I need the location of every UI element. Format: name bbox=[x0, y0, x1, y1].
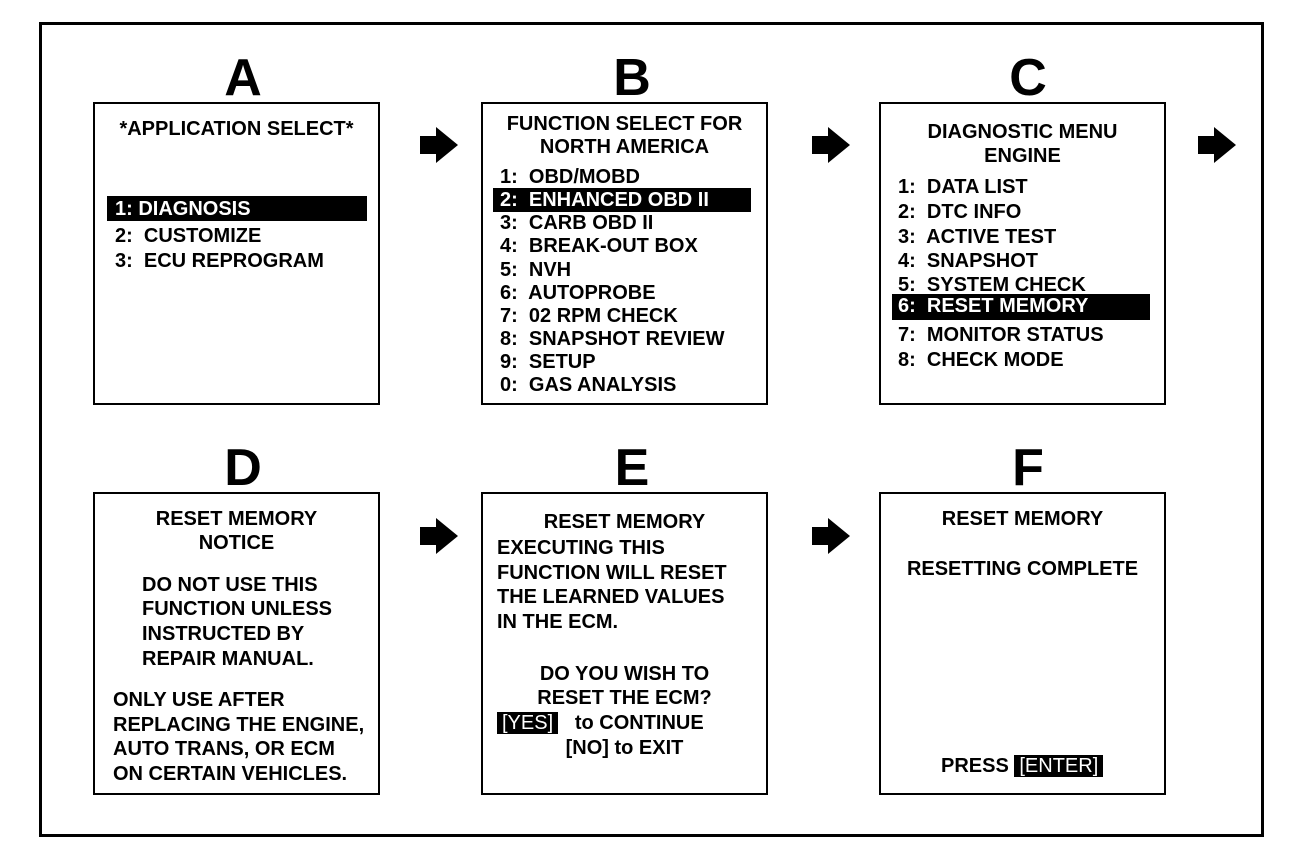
screen-f-status: RESETTING COMPLETE bbox=[906, 558, 1139, 580]
right-arrow-icon bbox=[1198, 127, 1236, 163]
screen-c-item-7[interactable]: 7: MONITOR STATUS bbox=[898, 324, 1104, 346]
screen-a-application-select bbox=[93, 102, 380, 405]
screen-e-body-line3: THE LEARNED VALUES bbox=[497, 586, 725, 608]
right-arrow-icon bbox=[420, 127, 458, 163]
screen-b-item-0[interactable]: 0: GAS ANALYSIS bbox=[500, 374, 677, 396]
screen-c-item-6[interactable]: 6: RESET MEMORY bbox=[898, 294, 1089, 318]
screen-c-item-1[interactable]: 1: DATA LIST bbox=[898, 176, 1028, 198]
screen-d-title-line2: NOTICE bbox=[198, 532, 275, 554]
panel-letter-e: E bbox=[614, 439, 650, 497]
screen-e-body-line1: EXECUTING THIS bbox=[497, 537, 665, 559]
screen-d-notice-line1: DO NOT USE THIS bbox=[142, 574, 318, 596]
enter-key-button[interactable]: [ENTER] bbox=[1014, 755, 1104, 777]
screen-b-item-8[interactable]: 8: SNAPSHOT REVIEW bbox=[500, 328, 725, 350]
diagram-frame bbox=[39, 22, 1264, 837]
panel-letter-f: F bbox=[1012, 439, 1044, 497]
screen-e-title: RESET MEMORY bbox=[543, 511, 706, 533]
yes-key-button[interactable]: [YES] bbox=[497, 712, 559, 734]
screen-c-item-4[interactable]: 4: SNAPSHOT bbox=[898, 250, 1039, 272]
screen-b-item-5[interactable]: 5: NVH bbox=[500, 259, 572, 281]
screen-d-body-line3: AUTO TRANS, OR ECM bbox=[113, 738, 335, 760]
screen-a-item-ecu-reprogram[interactable]: 3: ECU REPROGRAM bbox=[115, 250, 324, 272]
right-arrow-icon bbox=[812, 518, 850, 554]
screen-b-item-6[interactable]: 6: AUTOPROBE bbox=[500, 282, 656, 304]
screen-b-item-1[interactable]: 1: OBD/MOBD bbox=[500, 166, 640, 188]
yes-action-text: to CONTINUE bbox=[574, 712, 704, 734]
screen-a-title: *APPLICATION SELECT* bbox=[119, 118, 354, 140]
screen-b-function-select bbox=[481, 102, 768, 405]
press-label: PRESS bbox=[941, 755, 1009, 777]
right-arrow-icon bbox=[420, 518, 458, 554]
screen-c-item-2[interactable]: 2: DTC INFO bbox=[898, 201, 1022, 223]
screen-b-item-2[interactable]: 2: ENHANCED OBD II bbox=[500, 188, 709, 212]
screen-f-title: RESET MEMORY bbox=[941, 508, 1104, 530]
right-arrow-icon bbox=[812, 127, 850, 163]
screen-e-question-line2: RESET THE ECM? bbox=[537, 687, 712, 709]
screen-d-notice-line3: INSTRUCTED BY bbox=[142, 623, 305, 645]
panel-letter-d: D bbox=[224, 439, 262, 497]
screen-b-item-4[interactable]: 4: BREAK-OUT BOX bbox=[500, 235, 698, 257]
screen-e-body-line2: FUNCTION WILL RESET bbox=[497, 562, 727, 584]
panel-letter-c: C bbox=[1009, 49, 1047, 107]
screen-c-item-8[interactable]: 8: CHECK MODE bbox=[898, 349, 1064, 371]
screen-d-body-line4: ON CERTAIN VEHICLES. bbox=[113, 763, 348, 785]
screen-a-item-diagnosis[interactable]: 1: DIAGNOSIS bbox=[115, 197, 251, 221]
screen-e-body-line4: IN THE ECM. bbox=[497, 611, 619, 633]
screen-d-notice-line4: REPAIR MANUAL. bbox=[142, 648, 314, 670]
screen-c-title-line1: DIAGNOSTIC MENU bbox=[927, 121, 1118, 143]
panel-letter-b: B bbox=[613, 49, 651, 107]
screen-d-title-line1: RESET MEMORY bbox=[155, 508, 318, 530]
screen-e-reset-confirm bbox=[481, 492, 768, 795]
screen-b-title-line2: NORTH AMERICA bbox=[539, 136, 710, 158]
screen-e-yes-row: [YES] to CONTINUE bbox=[497, 711, 704, 735]
screen-b-item-3[interactable]: 3: CARB OBD II bbox=[500, 212, 654, 234]
screen-e-no-line[interactable]: [NO] to EXIT bbox=[565, 737, 684, 759]
screen-e-question-line1: DO YOU WISH TO bbox=[539, 663, 710, 685]
screen-f-press-row: PRESS [ENTER] bbox=[941, 754, 1104, 778]
screen-c-item-3[interactable]: 3: ACTIVE TEST bbox=[898, 226, 1057, 248]
screen-b-item-9[interactable]: 9: SETUP bbox=[500, 351, 596, 373]
screen-c-diagnostic-menu bbox=[879, 102, 1166, 405]
screen-a-item-customize[interactable]: 2: CUSTOMIZE bbox=[115, 225, 262, 247]
screen-c-item-5[interactable]: 5: SYSTEM CHECK bbox=[898, 274, 1086, 296]
screen-d-notice-line2: FUNCTION UNLESS bbox=[142, 598, 332, 620]
screen-b-item-7[interactable]: 7: 02 RPM CHECK bbox=[500, 305, 678, 327]
panel-letter-a: A bbox=[224, 49, 262, 107]
yes-key-spacer bbox=[558, 712, 575, 734]
screen-d-body-line2: REPLACING THE ENGINE, bbox=[113, 714, 365, 736]
screen-f-reset-complete bbox=[879, 492, 1166, 795]
screen-c-title-line2: ENGINE bbox=[984, 145, 1061, 167]
screen-d-body-line1: ONLY USE AFTER bbox=[113, 689, 285, 711]
screen-b-title-line1: FUNCTION SELECT FOR bbox=[506, 113, 743, 135]
screen-d-reset-notice bbox=[93, 492, 380, 795]
